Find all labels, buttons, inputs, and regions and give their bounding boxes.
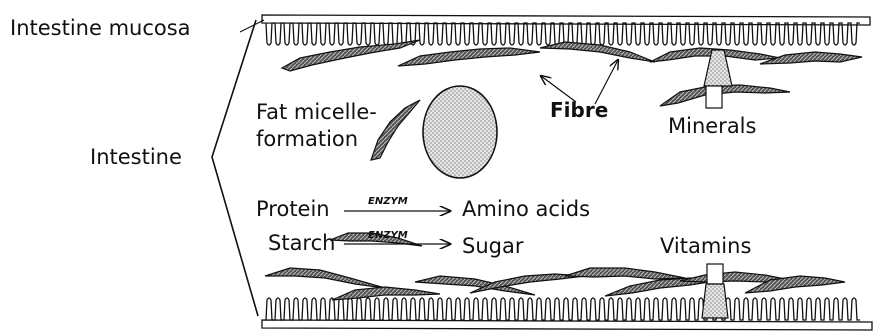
label-fat-line1: Fat micelle- <box>256 100 377 124</box>
vitamins-channel <box>702 264 728 318</box>
label-fat-line2: formation <box>256 127 358 151</box>
bottom-fibre-strands <box>265 233 845 300</box>
fat-micelle-strand <box>371 100 420 160</box>
label-protein: Protein <box>256 197 330 221</box>
label-enzyme-starch: ENZYM <box>368 230 408 241</box>
top-fibre-strands <box>282 40 862 106</box>
intestine-bracket <box>212 20 258 316</box>
bottom-mucosa-wall <box>262 298 872 330</box>
label-sugar: Sugar <box>462 234 524 258</box>
label-fibre: Fibre <box>550 98 608 122</box>
label-starch: Starch <box>268 231 335 255</box>
label-amino-acids: Amino acids <box>462 197 590 221</box>
label-intestine-mucosa: Intestine mucosa <box>10 16 191 40</box>
label-enzyme-protein: ENZYM <box>368 196 408 207</box>
fat-globule <box>423 86 497 178</box>
label-intestine: Intestine <box>90 145 182 169</box>
top-mucosa-wall <box>262 15 870 45</box>
minerals-channel <box>704 50 732 108</box>
label-vitamins: Vitamins <box>660 234 751 258</box>
label-minerals: Minerals <box>668 114 756 138</box>
